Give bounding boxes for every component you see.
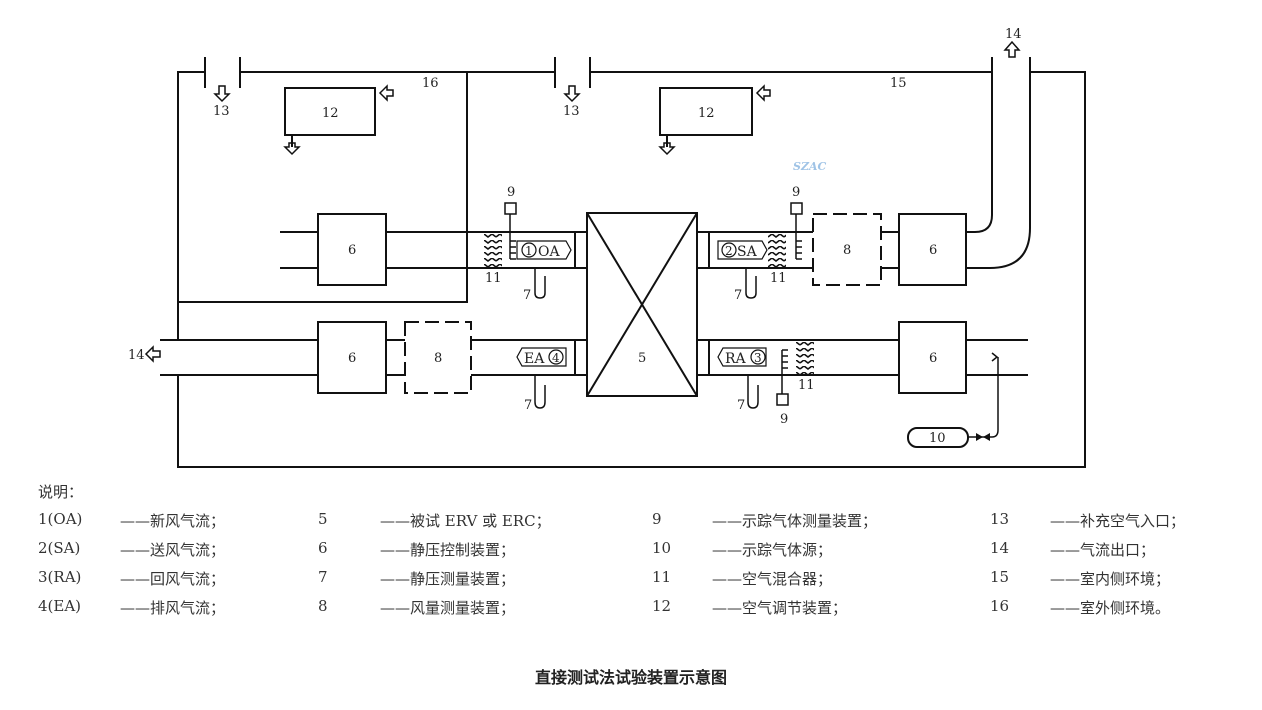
flow-ra-code: RA [725, 351, 747, 367]
legend-text: ——气流出口； [1050, 541, 1156, 559]
label-7: 7 [737, 398, 745, 413]
tracer-gas-sensor-9 [776, 349, 789, 406]
label-14: 14 [128, 348, 145, 363]
label-9: 9 [780, 412, 788, 427]
label-12: 12 [322, 106, 339, 121]
legend-text: ——空气混合器； [712, 570, 833, 588]
legend-text: ——室内侧环境； [1050, 570, 1171, 588]
flow-oa: 1 OA [516, 240, 572, 260]
inlet-arrow-icon [213, 85, 581, 103]
legend-text: ——室外侧环境。 [1050, 599, 1171, 617]
legend-key: 14 [990, 539, 1010, 557]
legend-text: ——补充空气入口； [1050, 512, 1186, 530]
legend-key: 4(EA) [38, 597, 82, 615]
label-7: 7 [524, 398, 532, 413]
tracer-gas-sensor-9 [504, 202, 517, 260]
label-14: 14 [1005, 27, 1022, 42]
label-13: 13 [213, 104, 230, 119]
legend-text: ——被试 ERV 或 ERC； [380, 512, 551, 530]
legend-key: 3(RA) [38, 568, 82, 586]
legend-key: 8 [318, 597, 328, 615]
legend-key: 12 [652, 597, 672, 615]
flow-ea-code: EA [524, 351, 545, 367]
legend-text: ——静压测量装置； [380, 570, 516, 588]
legend-text: ——空气调节装置； [712, 599, 848, 617]
label-5: 5 [638, 351, 646, 366]
legend-text: ——排风气流； [120, 599, 226, 617]
chamber-outline [177, 57, 1086, 468]
outdoor-partition [178, 72, 468, 303]
flow-sa: 2 SA [717, 240, 768, 260]
flow-ra-number: 3 [754, 351, 762, 365]
static-pressure-control-6 [898, 213, 967, 286]
legend-key: 11 [652, 568, 672, 586]
air-mixer-11 [796, 341, 814, 374]
flow-oa-number: 1 [525, 244, 533, 258]
manometer-7 [534, 268, 759, 409]
air-mixer-11 [484, 233, 502, 267]
label-9: 9 [792, 185, 800, 200]
legend-key: 2(SA) [38, 539, 81, 557]
legend-text: ——静压控制装置； [380, 541, 516, 559]
label-15: 15 [890, 76, 907, 91]
legend-key: 7 [318, 568, 328, 586]
legend-text: ——新风气流； [120, 512, 226, 530]
label-6: 6 [929, 351, 937, 366]
air-conditioner-12 [658, 84, 771, 156]
flow-ra: RA 3 [717, 347, 767, 367]
flow-sa-number: 2 [725, 244, 733, 258]
air-mixer-11 [768, 233, 786, 267]
label-8: 8 [843, 243, 851, 258]
legend-heading: 说明： [38, 483, 84, 501]
label-11: 11 [485, 271, 502, 286]
label-9: 9 [507, 185, 515, 200]
legend-key: 9 [652, 510, 662, 528]
label-11: 11 [770, 271, 787, 286]
label-6: 6 [348, 351, 356, 366]
outlet-arrow-icon [1003, 40, 1021, 58]
label-13: 13 [563, 104, 580, 119]
static-pressure-control-6 [898, 321, 967, 394]
airflow-measurement-8 [812, 213, 882, 286]
legend-text: ——示踪气体源； [712, 541, 833, 559]
label-10: 10 [929, 431, 946, 446]
flow-ea-number: 4 [552, 351, 560, 365]
legend-key: 10 [652, 539, 672, 557]
legend-text: ——风量测量装置； [380, 599, 516, 617]
legend-key: 5 [318, 510, 328, 528]
static-pressure-control-6 [317, 321, 387, 394]
legend-key: 13 [990, 510, 1010, 528]
air-conditioner-12 [283, 84, 394, 156]
legend-key: 16 [990, 597, 1010, 615]
label-11: 11 [798, 378, 815, 393]
airflow-measurement-8 [404, 321, 472, 394]
flow-oa-code: OA [538, 244, 560, 260]
legend-text: ——送风气流； [120, 541, 226, 559]
flow-ea: EA 4 [516, 347, 567, 367]
label-6: 6 [929, 243, 937, 258]
label-12: 12 [698, 106, 715, 121]
static-pressure-control-6 [317, 213, 387, 286]
legend-key: 6 [318, 539, 328, 557]
label-6: 6 [348, 243, 356, 258]
tracer-gas-source-10 [907, 352, 999, 448]
label-7: 7 [734, 288, 742, 303]
tracer-gas-sensor-9 [790, 202, 803, 260]
outlet-arrow-icon [144, 345, 161, 363]
flow-sa-code: SA [737, 244, 758, 260]
label-16: 16 [422, 76, 439, 91]
duct-bottom-right [697, 339, 1028, 376]
legend-text: ——回风气流； [120, 570, 226, 588]
legend-key: 1(OA) [38, 510, 83, 528]
erv-unit-5 [586, 212, 698, 397]
legend-text: ——示踪气体测量装置； [712, 512, 878, 530]
legend-key: 15 [990, 568, 1010, 586]
figure-caption: 直接测试法试验装置示意图 [534, 668, 727, 687]
label-8: 8 [434, 351, 442, 366]
watermark: SZAC [793, 160, 827, 173]
label-7: 7 [523, 288, 531, 303]
